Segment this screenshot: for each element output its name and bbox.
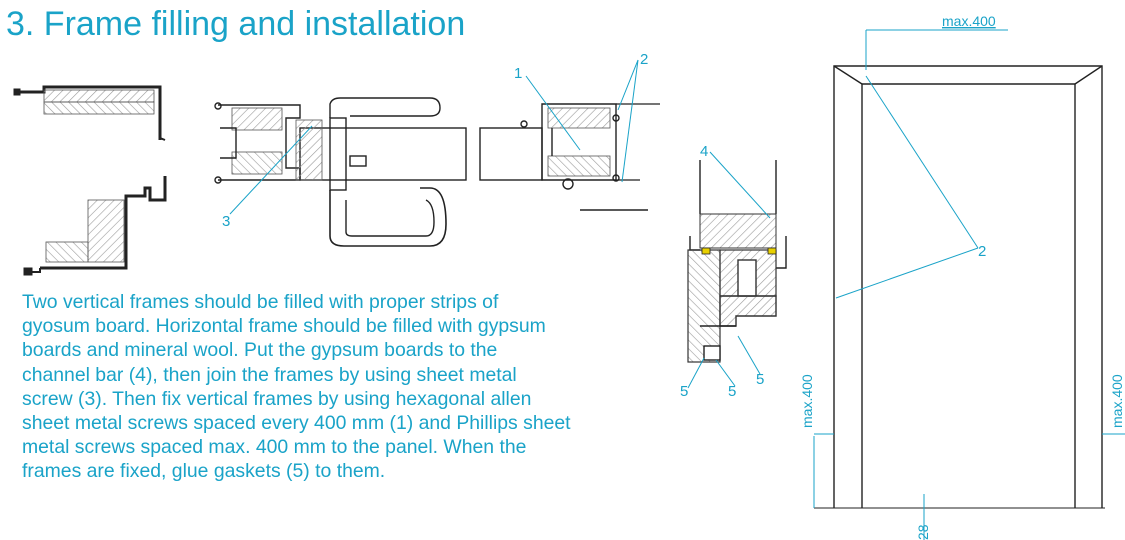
instruction-line: boards and mineral wool. Put the gypsum … [22,339,498,362]
callout-2-top: 2 [640,51,648,68]
profile-section-bottom [23,176,167,276]
door-cross-section [214,97,660,247]
callout-4: 4 [700,143,708,160]
instruction-line: Two vertical frames should be filled wit… [22,291,499,313]
dimension-bottom: 28 [915,524,931,540]
instruction-line: sheet metal screws spaced every 400 mm (… [22,412,571,435]
page-title: 3. Frame filling and installation [6,5,466,43]
profile-section-top [13,85,166,141]
callout-5-a: 5 [680,383,688,400]
channel-bar-section [687,160,787,363]
callout-5-b: 5 [728,383,736,400]
callout-3: 3 [222,213,230,230]
callout-leaders [229,29,1125,540]
dimension-top: max.400 [942,13,996,29]
callout-1: 1 [514,65,522,82]
instruction-text: Two vertical frames should be filled wit… [22,290,672,484]
callout-5-c: 5 [756,371,764,388]
instruction-line: metal screws spaced max. 400 mm to the p… [22,436,527,459]
dimension-right: max.400 [1109,374,1125,428]
dimension-left: max.400 [799,374,815,428]
instruction-line: frames are fixed, glue gaskets (5) to th… [22,460,386,483]
instruction-line: channel bar (4), then join the frames by… [22,363,517,386]
instruction-line: gyosum board. Horizontal frame should be… [22,315,546,338]
instruction-line: screw (3). Then fix vertical frames by u… [22,387,532,410]
frame-elevation [814,65,1105,509]
callout-2-frame: 2 [978,243,986,260]
